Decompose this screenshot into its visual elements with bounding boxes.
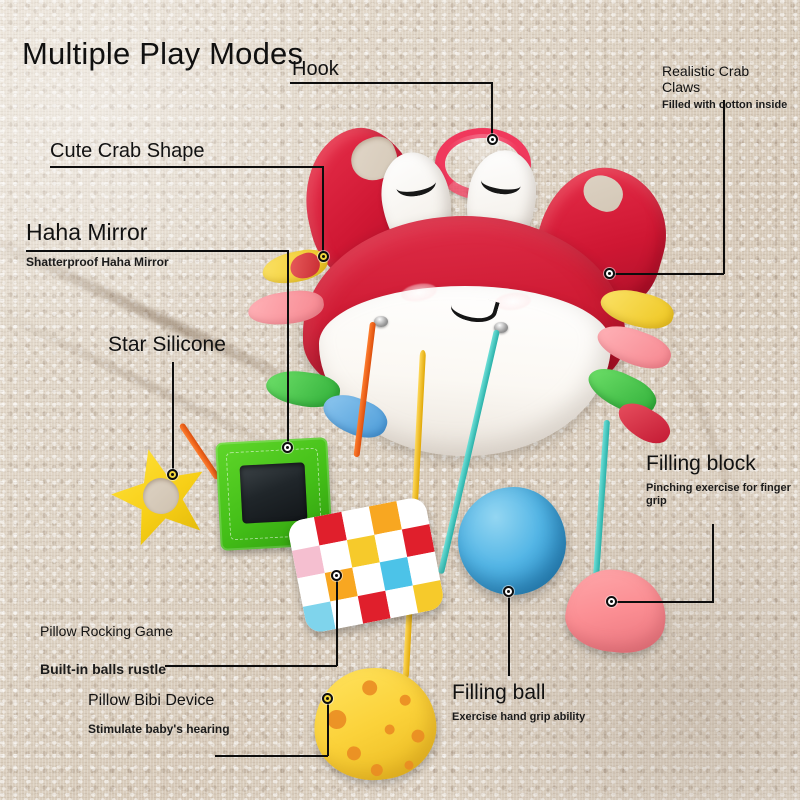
callout-filling-ball-subtitle: Exercise hand grip ability xyxy=(452,710,586,723)
polka-dot xyxy=(370,763,384,777)
marker-dot-haha-mirror xyxy=(282,442,293,453)
leader-line-pillow-rocking-h xyxy=(165,665,337,667)
marker-dot-filling-ball xyxy=(503,586,514,597)
leader-line-crab-shape-v xyxy=(322,166,324,256)
leader-line-haha-mirror-h xyxy=(26,250,288,252)
polka-dot xyxy=(384,724,396,735)
callout-cute-crab-shape: Cute Crab Shape xyxy=(50,140,205,162)
polka-dot xyxy=(404,760,414,771)
page-title: Multiple Play Modes xyxy=(22,36,304,71)
callout-pillow-bibi-device: Pillow Bibi Device Stimulate baby's hear… xyxy=(88,692,230,736)
callout-pillow-bibi-title: Pillow Bibi Device xyxy=(88,692,215,709)
leader-line-filling-block-h xyxy=(614,601,714,603)
callout-star-silicone-title: Star Silicone xyxy=(108,333,226,356)
callout-star-silicone: Star Silicone xyxy=(108,333,226,357)
leader-line-pillow-bibi-h xyxy=(215,755,328,757)
grommet-teal-cord xyxy=(494,322,508,333)
marker-dot-claws xyxy=(604,268,615,279)
leader-line-claws-h xyxy=(612,273,724,275)
callout-pillow-bibi-subtitle: Stimulate baby's hearing xyxy=(88,721,230,736)
callout-filling-block: Filling block Pinching exercise for fing… xyxy=(646,452,800,508)
polka-dot xyxy=(346,745,362,762)
leader-line-pillow-rocking-v xyxy=(336,578,338,666)
callout-pillow-rocking-game: Pillow Rocking Game xyxy=(40,623,174,640)
marker-dot-crab-shape xyxy=(318,251,329,262)
polka-dot xyxy=(361,679,378,697)
callout-hook: Hook xyxy=(292,58,339,80)
callout-built-in-balls-rustle: Built-in balls rustle xyxy=(40,661,166,678)
callout-filling-block-title: Filling block xyxy=(646,452,756,475)
callout-hook-title: Hook xyxy=(292,58,339,80)
polka-dot xyxy=(410,728,426,744)
leader-line-crab-shape-h xyxy=(50,166,323,168)
leader-line-pillow-bibi-v xyxy=(327,700,329,756)
marker-dot-star-silicone xyxy=(167,469,178,480)
polka-dot xyxy=(399,694,412,707)
haha-mirror-glass xyxy=(239,462,308,524)
callout-claws-title: Realistic Crab Claws xyxy=(662,63,750,95)
marker-dot-filling-block xyxy=(606,596,617,607)
marker-dot-hook xyxy=(487,134,498,145)
callout-realistic-crab-claws: Realistic Crab Claws Filled with cotton … xyxy=(662,63,798,113)
leader-line-star-silicone-v xyxy=(172,362,174,474)
polka-dot xyxy=(326,709,348,730)
marker-dot-pillow-rocking xyxy=(331,570,342,581)
grommet-orange-cord xyxy=(374,316,388,327)
callout-pillow-rocking-title: Pillow Rocking Game xyxy=(40,623,174,639)
pillow-check-square xyxy=(412,579,446,613)
leader-line-filling-ball-v xyxy=(508,592,510,676)
leader-line-haha-mirror-v xyxy=(287,250,289,448)
blue-filling-ball xyxy=(458,487,566,595)
leader-line-claws-v xyxy=(723,100,725,274)
callout-filling-ball: Filling ball Exercise hand grip ability xyxy=(452,681,585,724)
callout-crab-shape-title: Cute Crab Shape xyxy=(50,140,205,162)
leader-line-filling-block-v xyxy=(712,524,714,602)
callout-filling-block-subtitle: Pinching exercise for finger grip xyxy=(646,481,791,507)
callout-haha-mirror-subtitle: Shatterproof Haha Mirror xyxy=(26,254,169,269)
leader-line-hook-v xyxy=(491,82,493,140)
callout-filling-ball-title: Filling ball xyxy=(452,681,546,704)
callout-claws-subtitle: Filled with cotton inside xyxy=(662,99,788,112)
leader-line-hook-h xyxy=(290,82,492,84)
callout-haha-mirror: Haha Mirror Shatterproof Haha Mirror xyxy=(26,219,169,269)
callout-haha-mirror-title: Haha Mirror xyxy=(26,219,148,245)
marker-dot-pillow-bibi xyxy=(322,693,333,704)
callout-built-in-balls-subtitle: Built-in balls rustle xyxy=(40,661,167,677)
